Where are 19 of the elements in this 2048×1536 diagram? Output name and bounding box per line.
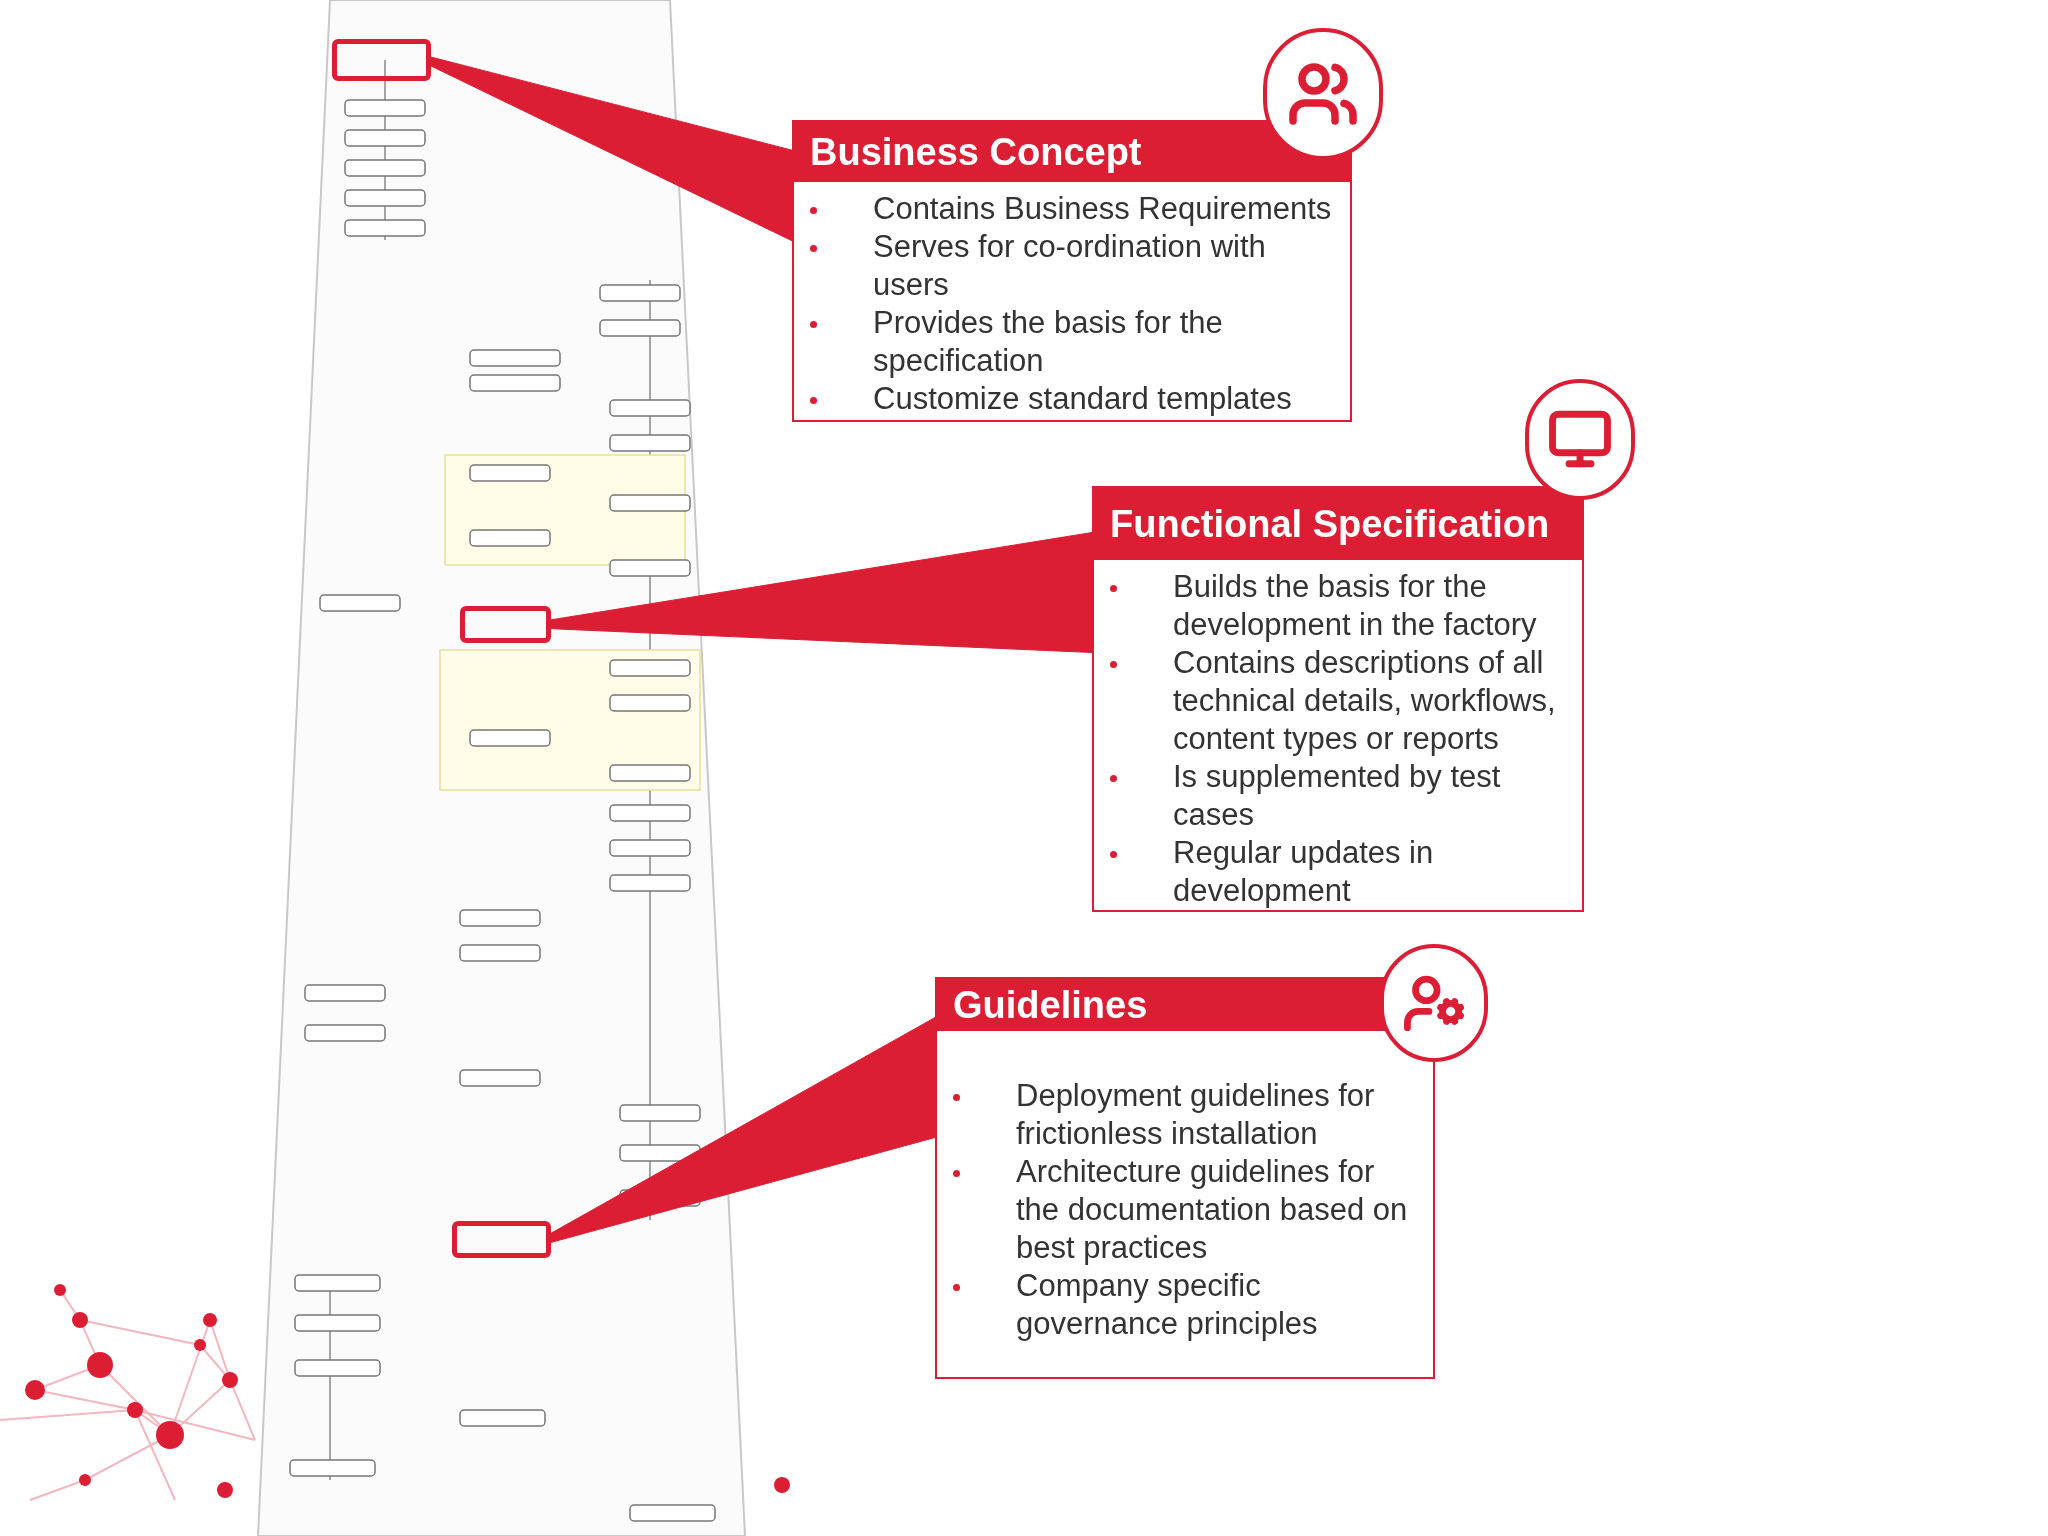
bullet-text: Deployment guidelines for frictionless installation [1016,1077,1376,1153]
bullet-text: Builds the basis for the development in the factory [1173,568,1538,644]
bullet-text: Serves for co-ordination with users [873,228,1267,304]
highlight-box [460,606,551,643]
bullet-text: Provides the basis for the specification [873,304,1224,380]
info-panel [792,120,1352,422]
bullet-text: Company specific governance principles [1016,1267,1319,1343]
panel-heading: Functional Specification [1094,488,1582,560]
bullet-text: Architecture guidelines for the documentation based on best practices [1016,1153,1409,1267]
highlight-box [332,39,431,81]
info-panel [1092,486,1584,912]
bullet-text: Customize standard templates [873,380,1292,418]
bullet-text: Contains descriptions of all technical details, workflows, content types or reports [1173,644,1557,758]
bullet-text: Regular updates in development [1173,834,1435,910]
info-panel [935,977,1435,1379]
panel-heading: Business Concept [794,122,1350,182]
bullet-text: Contains Business Requirements [873,190,1332,228]
highlight-box [452,1221,551,1258]
bullet-text: Is supplemented by test cases [1173,758,1502,834]
